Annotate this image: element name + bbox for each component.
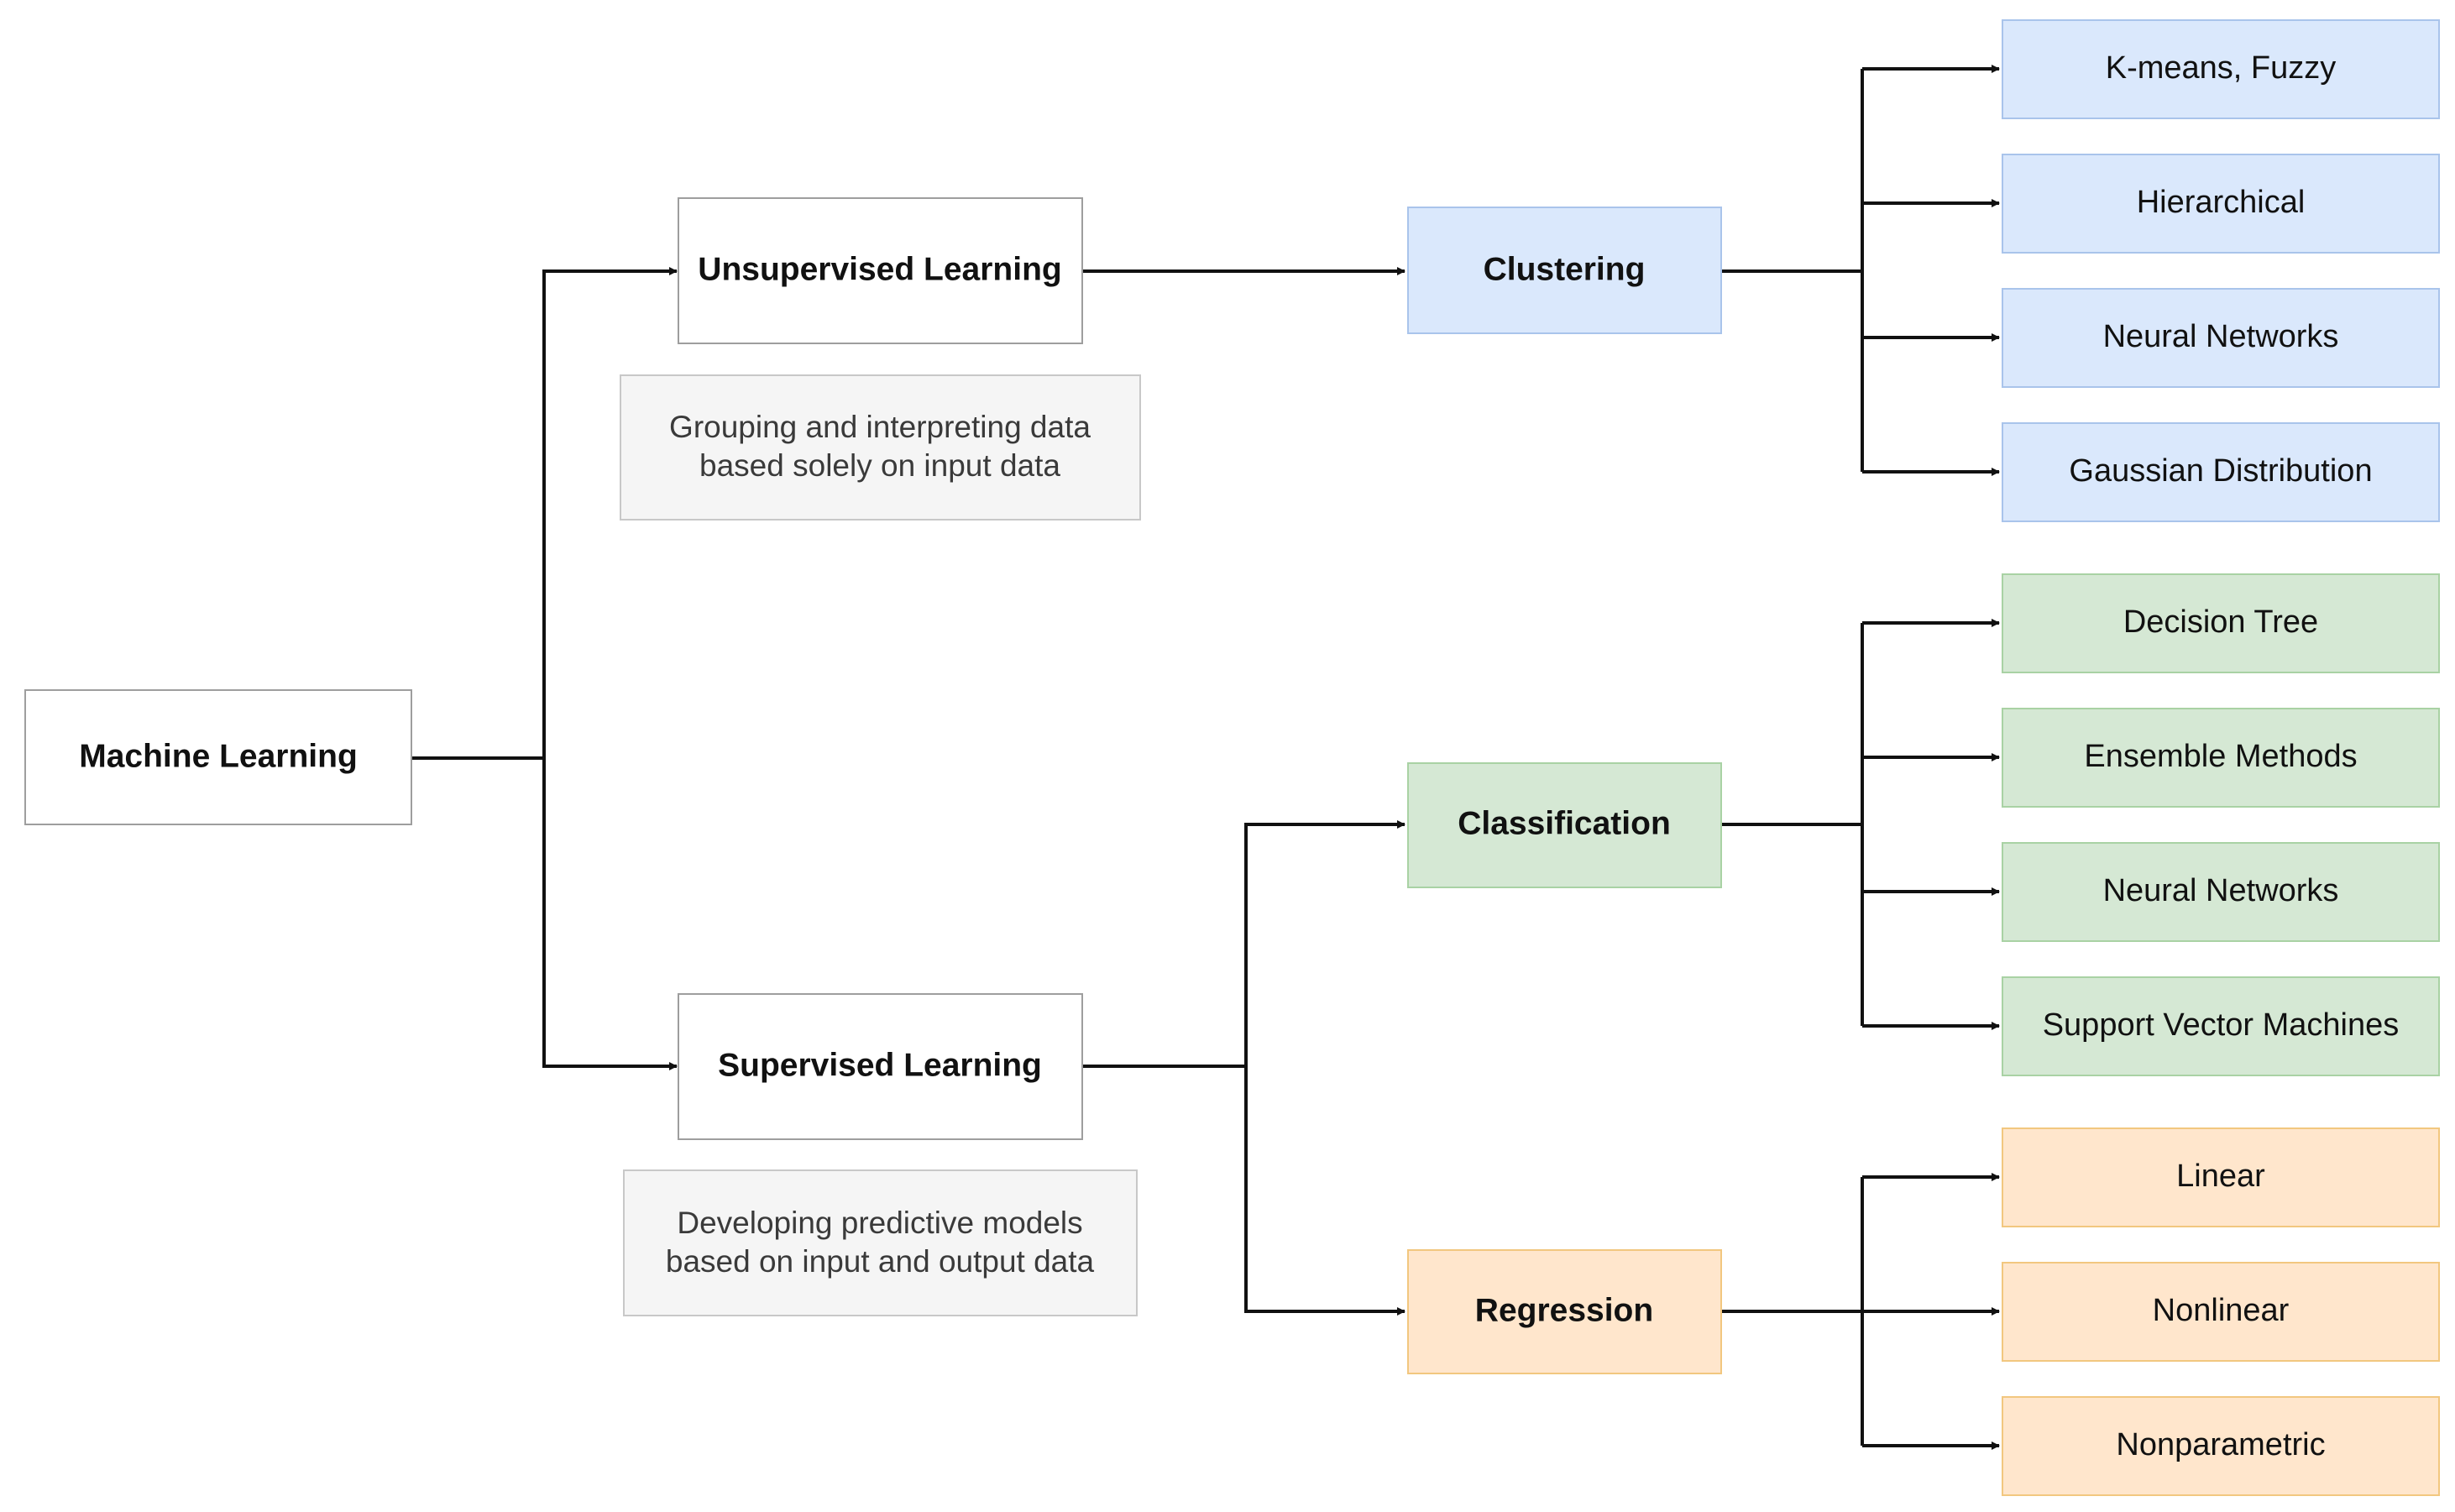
- classification-method-1: Decision Tree: [2002, 573, 2440, 673]
- regression-method-1: Linear: [2002, 1127, 2440, 1227]
- classification-method-3: Neural Networks: [2002, 842, 2440, 942]
- node-regression-label: Regression: [1475, 1292, 1653, 1328]
- classification-method-4: Support Vector Machines: [2002, 976, 2440, 1076]
- edge-ml-to-unsupervised: [411, 267, 678, 760]
- clustering-method-4: Gaussian Distribution: [2002, 422, 2440, 522]
- node-machine-learning-label: Machine Learning: [79, 738, 358, 774]
- classification-method-1-label: Decision Tree: [2123, 604, 2318, 640]
- note-supervised-line-2: based on input and output data: [666, 1244, 1095, 1279]
- node-classification-label: Classification: [1458, 805, 1671, 841]
- note-unsupervised-line-1: Grouping and interpreting data: [669, 410, 1091, 444]
- regression-method-1-label: Linear: [2176, 1159, 2265, 1194]
- classification-method-2: Ensemble Methods: [2002, 708, 2440, 808]
- note-supervised-line-1: Developing predictive models: [677, 1206, 1082, 1240]
- node-supervised-learning-label: Supervised Learning: [718, 1047, 1042, 1083]
- node-unsupervised-learning-label: Unsupervised Learning: [698, 251, 1061, 287]
- node-machine-learning: Machine Learning: [24, 689, 412, 825]
- classification-method-3-label: Neural Networks: [2103, 873, 2339, 908]
- node-unsupervised-learning: Unsupervised Learning: [678, 197, 1083, 344]
- clustering-method-2: Hierarchical: [2002, 154, 2440, 254]
- clustering-method-3: Neural Networks: [2002, 288, 2440, 388]
- node-clustering-label: Clustering: [1484, 251, 1646, 287]
- node-clustering: Clustering: [1407, 207, 1722, 334]
- node-classification: Classification: [1407, 762, 1722, 888]
- classification-method-2-label: Ensemble Methods: [2084, 739, 2357, 774]
- regression-method-2: Nonlinear: [2002, 1262, 2440, 1362]
- clustering-method-1: K-means, Fuzzy: [2002, 19, 2440, 119]
- clustering-method-3-label: Neural Networks: [2103, 319, 2339, 354]
- note-unsupervised-line-2: based solely on input data: [699, 448, 1060, 483]
- edge-supervised-to-classification: [1082, 820, 1405, 1068]
- note-unsupervised: Grouping and interpreting data based sol…: [620, 374, 1141, 521]
- node-regression: Regression: [1407, 1249, 1722, 1374]
- edge-supervised-to-regression: [1244, 1066, 1405, 1316]
- regression-method-3-label: Nonparametric: [2116, 1427, 2325, 1462]
- regression-method-2-label: Nonlinear: [2153, 1293, 2290, 1328]
- note-supervised: Developing predictive models based on in…: [623, 1169, 1138, 1316]
- regression-method-3: Nonparametric: [2002, 1396, 2440, 1496]
- connectors: [411, 65, 2000, 1450]
- node-supervised-learning: Supervised Learning: [678, 993, 1083, 1140]
- edge-ml-to-supervised: [542, 758, 678, 1070]
- clustering-method-4-label: Gaussian Distribution: [2069, 453, 2372, 489]
- classification-method-4-label: Support Vector Machines: [2043, 1007, 2400, 1043]
- clustering-method-1-label: K-means, Fuzzy: [2106, 50, 2337, 86]
- clustering-method-2-label: Hierarchical: [2137, 185, 2306, 220]
- nodes: Machine Learning Unsupervised Learning G…: [24, 19, 2440, 1496]
